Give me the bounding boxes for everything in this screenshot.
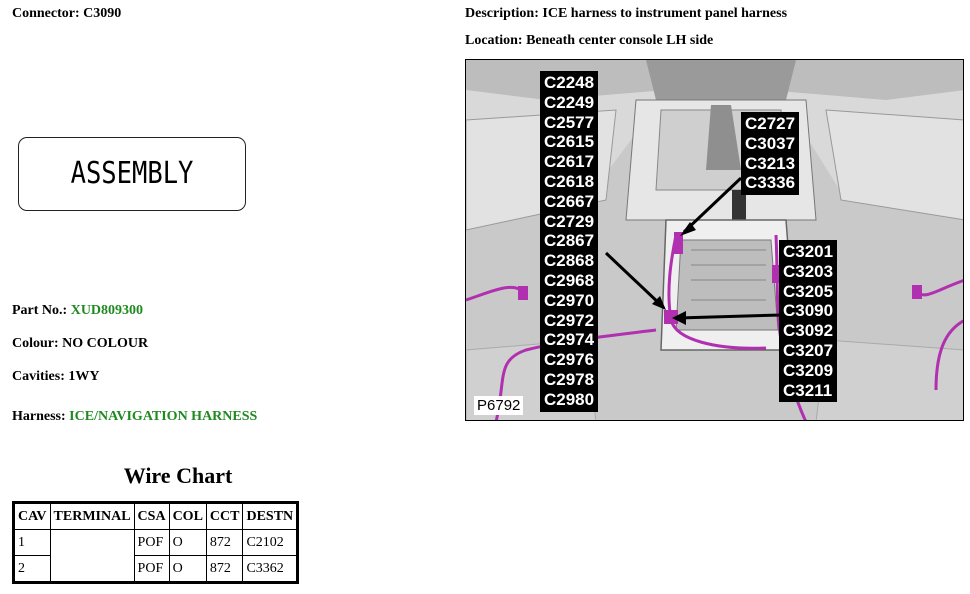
connector-code: C3209 [783,360,834,380]
cell-destn: C3362 [242,555,299,583]
connector-code: C2248 [544,73,595,92]
connector-code: C2980 [544,389,595,409]
connector-code: C2577 [544,112,595,132]
colour-label: Colour: [12,336,59,351]
connector-code: C2976 [544,350,595,370]
connector-code: C3207 [783,340,834,360]
harness-line: Harness: ICE/NAVIGATION HARNESS [12,409,257,425]
cell-cct: 872 [205,529,244,556]
header-cct: CCT [205,502,244,530]
connector-code: C3205 [783,281,834,301]
location-label: Location: [465,33,523,48]
table-row: 1 POF O 872 C2102 [13,529,299,583]
header-terminal: TERMINAL [49,502,135,530]
cell-cct: 872 [205,555,244,583]
connector-code: C3090 [783,301,834,321]
cell-csa: POF [133,555,170,583]
connector-value: C3090 [83,6,122,21]
connector-code: C3037 [745,133,796,153]
connector-code: C2968 [544,270,595,290]
assembly-text: ASSEMBLY [70,156,194,191]
connector-code: C2868 [544,251,595,271]
connector-code: C2978 [544,369,595,389]
cavities-label: Cavities: [12,369,65,384]
harness-link[interactable]: ICE/NAVIGATION HARNESS [69,409,258,424]
connector-line: Connector: C3090 [12,6,121,22]
connector-code: C2249 [544,92,595,112]
location-line: Location: Beneath center console LH side [465,33,713,49]
colour-value: NO COLOUR [62,336,149,351]
description-value: ICE harness to instrument panel harness [542,6,788,21]
wire-chart-header-row: CAV TERMINAL CSA COL CCT DESTN [13,502,299,530]
part-no-link[interactable]: XUD809300 [70,303,144,318]
cell-col: O [168,529,207,556]
cavities-value: 1WY [68,369,100,384]
location-value: Beneath center console LH side [526,33,714,48]
wire-chart-title: Wire Chart [123,463,233,488]
assembly-image: ASSEMBLY [18,137,246,211]
header-cav: CAV [13,502,51,530]
connector-code: C2615 [544,132,595,152]
connector-code: C2974 [544,330,595,350]
connector-label: Connector: [12,6,80,21]
connector-code: C2618 [544,171,595,191]
location-illustration: C2248 C2249 C2577 C2615 C2617 C2618 C266… [465,59,964,421]
connector-code: C2867 [544,231,595,251]
left-connector-list: C2248 C2249 C2577 C2615 C2617 C2618 C266… [540,71,599,412]
cell-terminal [49,529,135,583]
part-no-label: Part No.: [12,303,68,318]
cavities-line: Cavities: 1WY [12,369,100,385]
cell-destn: C2102 [242,529,299,556]
colour-line: Colour: NO COLOUR [12,336,148,352]
cell-cav: 1 [13,529,51,556]
description-line: Description: ICE harness to instrument p… [465,6,787,22]
part-no-line: Part No.: XUD809300 [12,303,143,319]
connector-code: C3211 [783,380,833,400]
connector-code: C3336 [745,173,796,193]
connector-code: C2617 [544,152,595,172]
connector-code: C3092 [783,321,834,341]
header-col: COL [168,502,207,530]
harness-label: Harness: [12,409,66,424]
right-connector-list: C3201 C3203 C3205 C3090 C3092 C3207 C320… [779,240,838,403]
connector-code: C2972 [544,310,595,330]
header-destn: DESTN [242,502,299,530]
cell-cav: 2 [13,555,51,583]
header-csa: CSA [133,502,170,530]
connector-code: C2970 [544,290,595,310]
cell-col: O [168,555,207,583]
top-connector-list: C2727 C3037 C3213 C3336 [741,112,800,196]
connector-code: C3213 [745,153,796,173]
table-row: 2 POF O 872 C3362 [13,555,299,583]
connector-code: C2729 [544,211,595,231]
connector-code: C3203 [783,261,834,281]
connector-code: C3201 [783,242,834,261]
description-label: Description: [465,6,539,21]
connector-code: C2667 [544,191,595,211]
wire-chart-table: CAV TERMINAL CSA COL CCT DESTN 1 POF O 8… [12,501,300,584]
cell-csa: POF [133,529,170,556]
connector-code: C2727 [745,114,796,133]
picture-id: P6792 [474,396,524,415]
